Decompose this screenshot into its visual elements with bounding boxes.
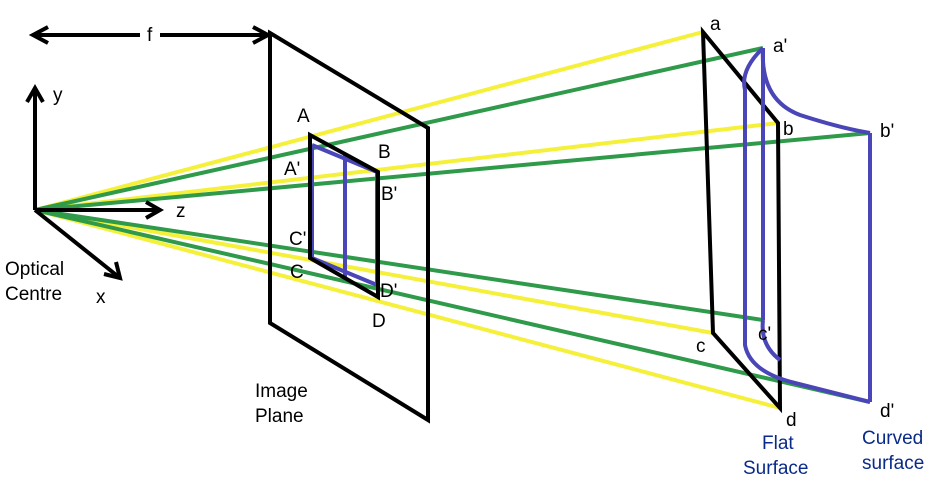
label-point-C: C — [290, 262, 304, 283]
ray-to-d — [34, 208, 781, 410]
ray-to-c-prime — [34, 208, 764, 322]
ray-to-b — [34, 121, 779, 212]
ray-to-c — [34, 208, 714, 335]
ray-to-a — [34, 30, 704, 212]
label-point-D: D — [372, 311, 386, 332]
label-x-axis: x — [96, 287, 106, 308]
green-rays — [34, 46, 871, 404]
ray-to-d-prime — [34, 208, 871, 404]
label-optical-centre-1: Optical — [5, 259, 64, 280]
image-flat-projection — [308, 131, 380, 301]
label-point-A: A — [297, 106, 310, 127]
label-optical-centre-2: Centre — [5, 284, 62, 305]
image-plane — [268, 29, 430, 424]
label-curved-surface-2: surface — [862, 453, 924, 474]
label-point-C-prime: C' — [289, 229, 306, 250]
label-curved-surface-1: Curved — [862, 428, 923, 449]
ray-to-b-prime — [34, 131, 871, 212]
label-y-axis: y — [53, 85, 63, 106]
ray-to-a-prime — [34, 46, 764, 212]
coordinate-axes — [25, 83, 165, 281]
label-point-b-prime: b' — [880, 121, 894, 142]
label-point-a-prime: a' — [773, 36, 787, 57]
yellow-rays — [34, 30, 781, 410]
label-focal-length: f — [147, 25, 153, 46]
label-point-c-prime: c' — [758, 324, 771, 345]
label-point-B-prime: B' — [381, 184, 397, 205]
label-flat-surface-1: Flat — [762, 433, 794, 454]
label-point-D-prime: D' — [380, 281, 397, 302]
label-point-B: B — [378, 142, 391, 163]
label-point-d: d — [786, 410, 797, 431]
label-point-A-prime: A' — [284, 159, 300, 180]
label-image-plane-2: Plane — [255, 406, 304, 427]
label-point-d-prime: d' — [880, 401, 894, 422]
label-point-c: c — [696, 336, 706, 357]
label-z-axis: z — [176, 201, 186, 222]
label-point-a: a — [710, 14, 721, 35]
label-image-plane-1: Image — [255, 381, 308, 402]
flat-surface — [700, 26, 783, 414]
curved-surface — [742, 46, 872, 404]
x-axis — [33, 208, 122, 280]
label-point-b: b — [783, 119, 794, 140]
label-flat-surface-2: Surface — [743, 458, 808, 479]
